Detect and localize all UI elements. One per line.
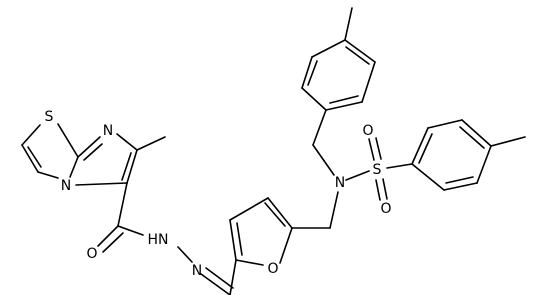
bond-furan-c3-c2	[229, 219, 237, 261]
bond-s-o1-double	[375, 137, 382, 160]
atom-label-n-imidazole: N	[103, 123, 113, 139]
bond-tolyl-1-double	[418, 133, 433, 164]
bond-benzyl-2	[301, 56, 313, 89]
bond-furan-c5-c4-double	[264, 202, 286, 227]
bond-methyl-imid	[136, 136, 166, 151]
bond-furan-c2-o	[235, 259, 264, 266]
atom-label-o-sulfonyl-2: O	[380, 201, 391, 217]
bond-benzyl-6	[325, 101, 363, 111]
bond-c3-carbonyl	[117, 182, 128, 227]
bond-c7a-s	[57, 123, 79, 158]
bond-furan-o-c5	[279, 227, 293, 264]
bond-c7a-n-imid-double	[83, 143, 103, 161]
bond-layer	[21, 7, 526, 295]
bond-c3-nbridge-imid	[75, 182, 128, 186]
bond-s-o2	[375, 179, 381, 201]
bond-n-s	[345, 170, 370, 181]
bond-benzyl-5	[361, 61, 376, 103]
bond-tolyl-2	[427, 119, 463, 129]
bond-benzyl-6-double	[329, 95, 359, 104]
bond-c2-c3-imid	[126, 149, 138, 184]
bond-nh-n	[177, 246, 193, 263]
bond-tolyl-3-double	[459, 126, 485, 149]
bond-tolyl-5-double	[445, 176, 474, 184]
bond-benzyl-4	[344, 39, 376, 63]
bond-benzyl-4-double	[345, 46, 370, 65]
atom-label-o-sulfonyl-1: O	[362, 123, 373, 139]
bond-c2-c3	[21, 144, 39, 173]
atom-label-n-bridge: N	[61, 178, 71, 194]
bond-c3-nbridge	[37, 171, 59, 179]
bond-n-ch	[200, 273, 231, 295]
bond-ch-c2-furan	[229, 259, 237, 295]
bond-nbridge-c7a	[69, 156, 79, 178]
atom-label-layer: S N N O HN N O N S O O	[45, 109, 392, 279]
bond-tolyl-6	[411, 163, 445, 191]
atom-label-nh-hydrazide: HN	[148, 232, 169, 248]
bond-s-tolyl	[386, 163, 413, 169]
bond-s-o2-double	[382, 178, 388, 200]
bond-tolyl-methyl	[490, 136, 526, 147]
bond-furan-c3-c2-double	[236, 222, 243, 256]
bond-n-ch2-benzyl	[312, 144, 335, 176]
bond-n-ch-double	[205, 267, 234, 289]
bond-co	[97, 225, 119, 247]
bond-benzyl-3	[311, 39, 346, 58]
bond-co-double	[102, 232, 124, 253]
bond-s-c2	[21, 124, 41, 146]
bond-c2-c3-imid-double	[121, 152, 132, 181]
bond-c-nh	[117, 225, 144, 236]
bond-c7a-n-imid	[77, 136, 101, 158]
atom-label-n-sulfonamide: N	[335, 175, 345, 191]
bond-c2-c3-double	[27, 146, 42, 168]
bond-furan-c5-c4	[267, 197, 293, 229]
bond-benzyl-methyl	[344, 7, 353, 41]
bond-tolyl-3	[461, 119, 492, 147]
atom-label-n-imine: N	[192, 263, 202, 279]
bond-furan-c4-c3	[229, 197, 269, 221]
bond-tolyl-4	[476, 145, 492, 184]
atom-label-s-sulfonyl: S	[373, 162, 382, 178]
bond-ch2-n	[329, 191, 339, 229]
bond-benzyl-1	[301, 87, 327, 111]
bond-tolyl-5	[443, 182, 478, 191]
atom-label-o-carbonyl: O	[86, 246, 97, 262]
atom-label-o-furan: O	[267, 261, 278, 277]
atom-label-s-thiazole: S	[45, 109, 54, 125]
bond-ch2-benzyl-ring	[312, 109, 327, 146]
bond-s-o1	[368, 138, 375, 161]
bond-benzyl-2-double	[307, 60, 318, 86]
bond-n-imid-c2	[116, 133, 138, 151]
bond-tolyl-1	[411, 127, 429, 165]
